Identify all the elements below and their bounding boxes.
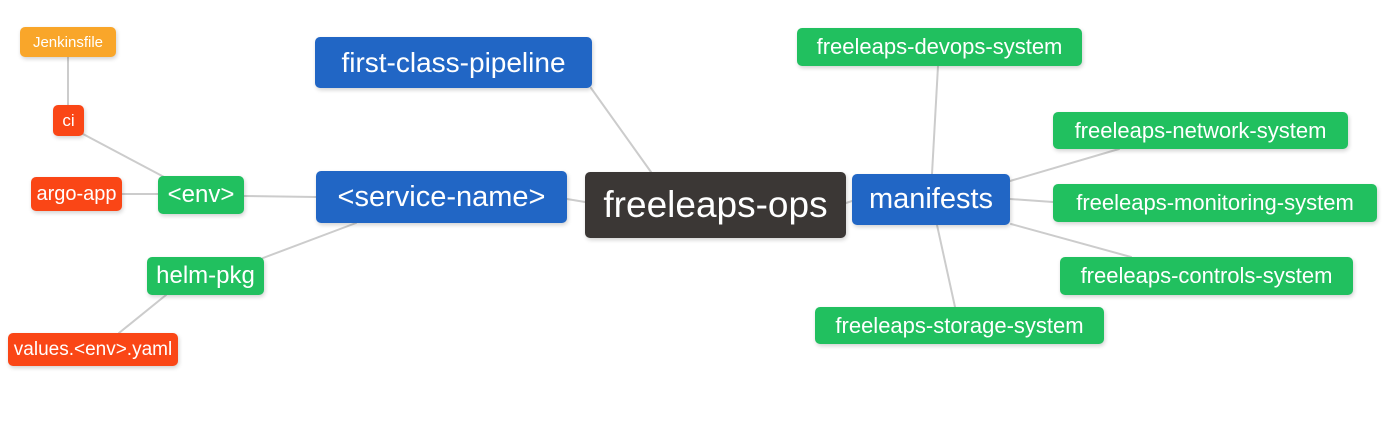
node-env[interactable]: <env>	[158, 176, 244, 214]
edge-first-class-pipeline-freeleaps-ops	[590, 87, 652, 173]
node-manifests[interactable]: manifests	[852, 174, 1010, 225]
edge-env-service-name	[243, 195, 317, 198]
node-freeleaps-devops-system[interactable]: freeleaps-devops-system	[797, 28, 1082, 66]
node-argo-app[interactable]: argo-app	[31, 177, 122, 211]
node-freeleaps-controls-system[interactable]: freeleaps-controls-system	[1060, 257, 1353, 295]
edge-manifests-monitoring-system	[1009, 198, 1054, 203]
node-jenkinsfile[interactable]: Jenkinsfile	[20, 27, 116, 57]
edge-manifests-devops-system	[931, 65, 939, 175]
node-freeleaps-network-system[interactable]: freeleaps-network-system	[1053, 112, 1348, 149]
node-first-class-pipeline[interactable]: first-class-pipeline	[315, 37, 592, 88]
node-freeleaps-ops-root[interactable]: freeleaps-ops	[585, 172, 846, 238]
edge-manifests-controls-system	[1010, 223, 1132, 258]
edge-manifests-storage-system	[936, 224, 956, 308]
edge-service-name-helm-pkg	[262, 222, 357, 259]
node-ci[interactable]: ci	[53, 105, 84, 136]
edge-ci-env	[82, 133, 167, 179]
edge-helm-pkg-values-env-yaml	[118, 294, 167, 334]
edge-service-name-freeleaps-ops	[566, 198, 586, 203]
node-helm-pkg[interactable]: helm-pkg	[147, 257, 264, 295]
node-service-name[interactable]: <service-name>	[316, 171, 567, 223]
node-freeleaps-storage-system[interactable]: freeleaps-storage-system	[815, 307, 1104, 344]
node-freeleaps-monitoring-system[interactable]: freeleaps-monitoring-system	[1053, 184, 1377, 222]
node-values-env-yaml[interactable]: values.<env>.yaml	[8, 333, 178, 366]
edge-manifests-network-system	[1009, 148, 1120, 182]
